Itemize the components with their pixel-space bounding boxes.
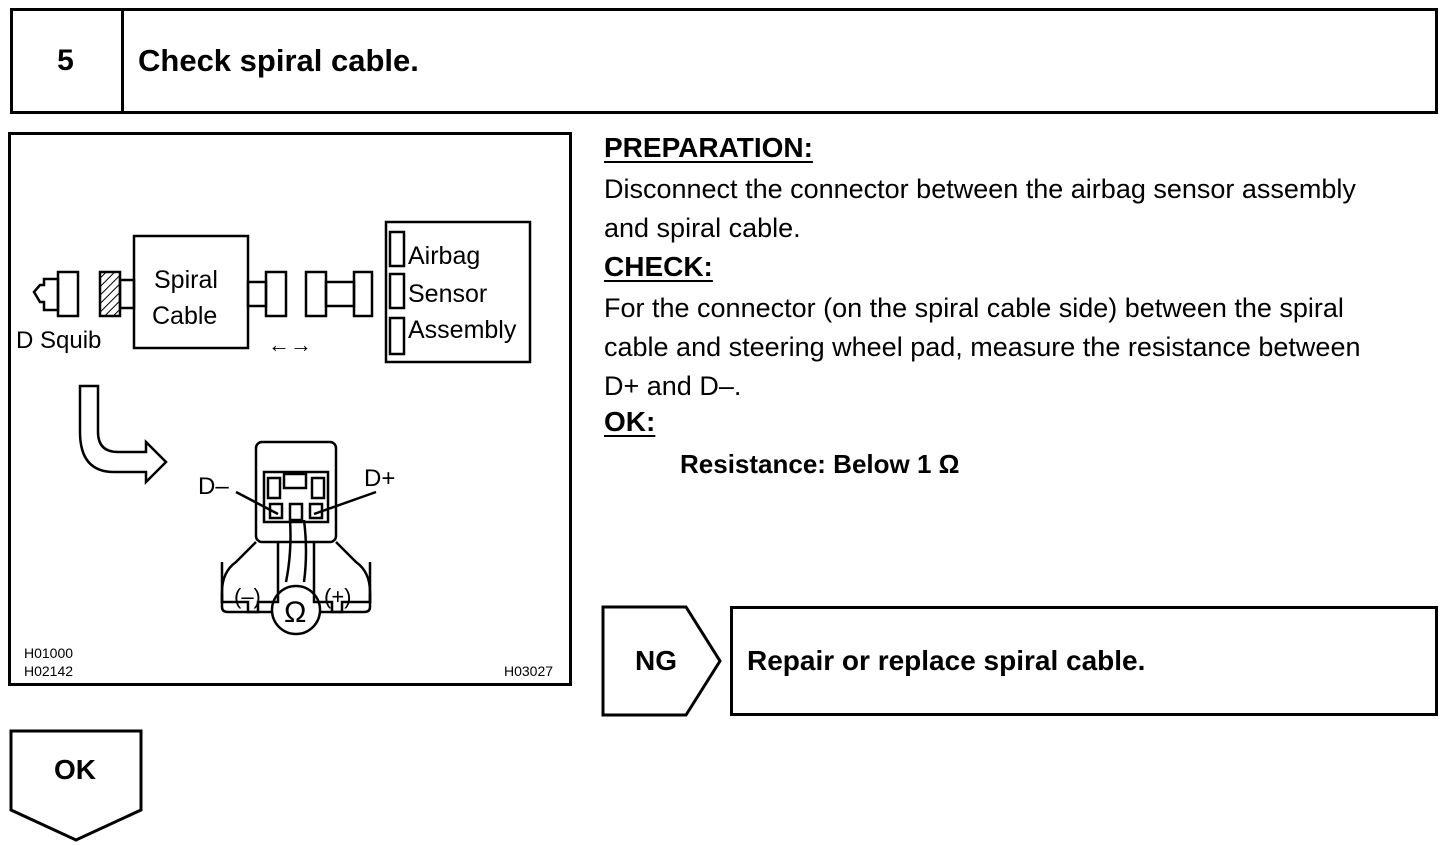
preparation-line-1: Disconnect the connector between the air… [604, 174, 1356, 204]
d-plus-label: D+ [364, 465, 395, 492]
bent-arrow-icon [78, 384, 168, 486]
double-arrow-label: ←→ [268, 332, 312, 357]
connector-face [254, 440, 338, 544]
figure-code-3: H03027 [504, 663, 553, 679]
spiral-label: Spiral [154, 266, 218, 294]
step-number: 5 [10, 8, 124, 114]
check-line-2: cable and steering wheel pad, measure th… [604, 332, 1361, 362]
sensor-label: Sensor [408, 280, 487, 308]
negative-terminal-label: (–) [234, 584, 261, 609]
ok-result-label: OK [54, 754, 96, 785]
squib-plug-icon [32, 277, 60, 312]
figure-code-1: H01000 [24, 645, 73, 661]
preparation-heading: PREPARATION: [604, 132, 813, 163]
positive-terminal-label: (+) [324, 584, 352, 609]
ng-pointer-shape [601, 605, 722, 717]
assembly-label: Assembly [408, 316, 517, 344]
check-heading: CHECK: [604, 251, 713, 282]
check-line-1: For the connector (on the spiral cable s… [604, 293, 1344, 323]
hatched-connector-icon [98, 270, 122, 318]
airbag-label: Airbag [408, 242, 480, 270]
cable-label: Cable [152, 302, 217, 330]
preparation-line-2: and spiral cable. [604, 213, 801, 243]
spiral-cable-diagram: D Squib Spiral Cable Airbag Sensor Assem… [16, 220, 553, 679]
airbag-sensor-assembly-box [384, 220, 532, 364]
ohm-symbol: Ω [284, 596, 306, 629]
step-header [10, 8, 1438, 114]
d-minus-label: D– [198, 473, 229, 500]
ng-action-box: Repair or replace spiral cable. [730, 606, 1438, 716]
ohmmeter-icon [270, 584, 322, 636]
ok-pointer-shape [9, 729, 143, 842]
figure-code-2: H02142 [24, 663, 73, 679]
ng-label: NG [635, 645, 677, 676]
diagram-frame [8, 132, 572, 686]
step-title: Check spiral cable. [138, 43, 419, 78]
d-squib-label: D Squib [16, 327, 101, 354]
ok-heading: OK: [604, 406, 656, 437]
ok-resistance-value: Resistance: Below 1 Ω [680, 449, 960, 479]
ng-action-text: Repair or replace spiral cable. [747, 645, 1146, 676]
check-line-3: D+ and D–. [604, 371, 742, 401]
